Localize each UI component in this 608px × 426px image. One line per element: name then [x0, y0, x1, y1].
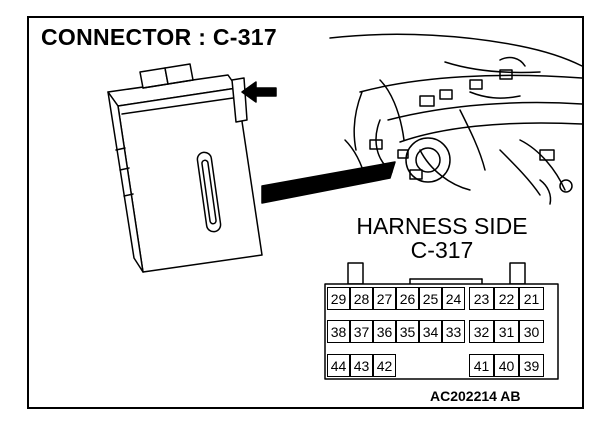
- harness-side-line1: HARNESS SIDE: [356, 213, 528, 239]
- indicator-arrow: [241, 81, 277, 103]
- harness-side-line2: C-317: [410, 237, 474, 263]
- reference-code: AC202214 AB: [430, 388, 521, 404]
- vehicle-dash-drawing: [329, 33, 583, 205]
- module-box-drawing: [107, 63, 263, 273]
- pin-44: 44: [327, 354, 350, 377]
- pin-24: 24: [442, 287, 465, 310]
- pin-27: 27: [373, 287, 396, 310]
- pin-32: 32: [469, 320, 494, 343]
- pin-26: 26: [396, 287, 419, 310]
- connector-title: CONNECTOR : C-317: [41, 24, 277, 50]
- leader-wedge: [261, 161, 396, 204]
- pin-25: 25: [419, 287, 442, 310]
- pin-36: 36: [373, 320, 396, 343]
- pin-21: 21: [519, 287, 544, 310]
- pin-23: 23: [469, 287, 494, 310]
- pin-35: 35: [396, 320, 419, 343]
- pin-34: 34: [419, 320, 442, 343]
- pin-22: 22: [494, 287, 519, 310]
- pin-33: 33: [442, 320, 465, 343]
- harness-side-label: HARNESS SIDE C-317: [342, 214, 542, 262]
- pin-37: 37: [350, 320, 373, 343]
- pin-42: 42: [373, 354, 396, 377]
- pin-43: 43: [350, 354, 373, 377]
- pin-40: 40: [494, 354, 519, 377]
- pin-39: 39: [519, 354, 544, 377]
- pin-31: 31: [494, 320, 519, 343]
- pin-41: 41: [469, 354, 494, 377]
- pin-38: 38: [327, 320, 350, 343]
- pin-30: 30: [519, 320, 544, 343]
- pin-29: 29: [327, 287, 350, 310]
- pin-28: 28: [350, 287, 373, 310]
